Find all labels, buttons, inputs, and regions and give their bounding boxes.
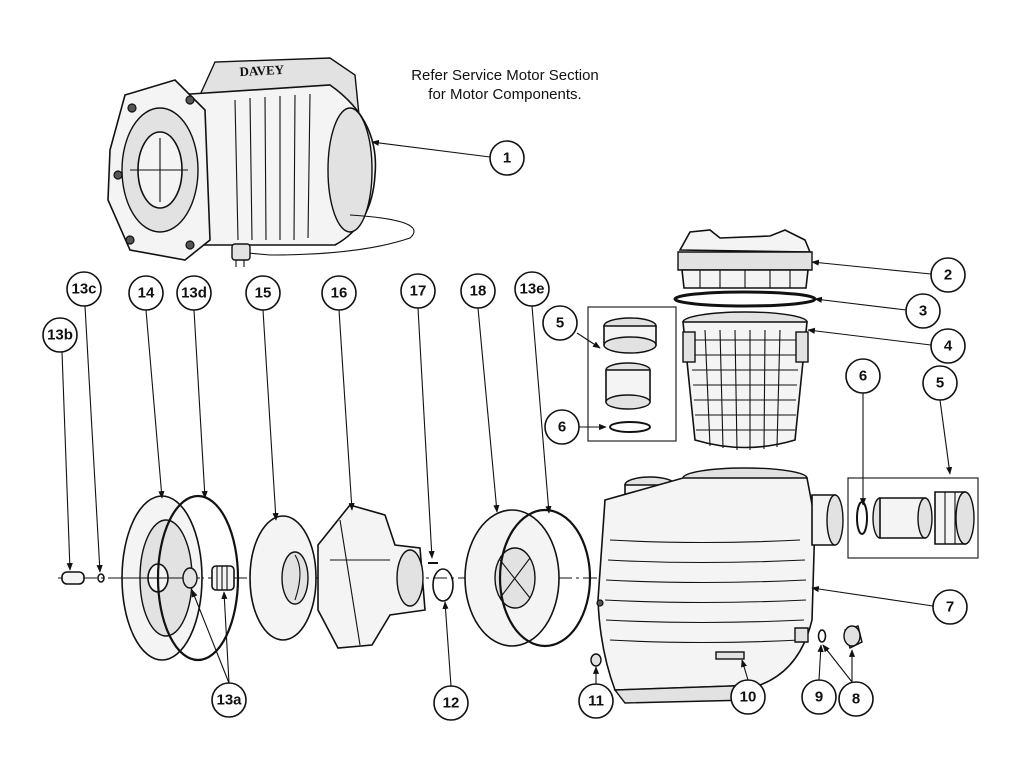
- callout-13a: 13a: [211, 682, 247, 718]
- impeller: [249, 515, 317, 641]
- callout-6-upper: 6: [544, 409, 580, 445]
- callout-13d: 13d: [176, 275, 212, 311]
- svg-text:18: 18: [470, 283, 487, 300]
- callout-18: 18: [460, 273, 496, 309]
- seal-plate: [120, 495, 203, 661]
- callout-2: 2: [930, 257, 966, 293]
- diffuser: [317, 504, 426, 649]
- callout-7: 7: [932, 589, 968, 625]
- callout-17: 17: [400, 273, 436, 309]
- drain-plug-parts: [590, 625, 863, 667]
- callout-12: 12: [433, 685, 469, 721]
- pump-body: [596, 467, 844, 704]
- brand-label: DAVEY: [239, 62, 285, 79]
- svg-text:7: 7: [946, 599, 954, 616]
- seal-ring: [182, 567, 198, 589]
- callout-8: 8: [838, 681, 874, 717]
- callout-13c: 13c: [66, 271, 102, 307]
- callout-9: 9: [801, 679, 837, 715]
- diffuser-o-ring: [432, 568, 454, 602]
- svg-text:11: 11: [588, 693, 604, 710]
- svg-text:16: 16: [331, 285, 348, 302]
- svg-text:12: 12: [443, 695, 460, 712]
- service-note: Refer Service Motor Section for Motor Co…: [380, 66, 630, 104]
- union-kit-upper: [587, 306, 677, 442]
- svg-text:13c: 13c: [71, 281, 96, 298]
- callout-16: 16: [321, 275, 357, 311]
- svg-text:14: 14: [138, 285, 155, 302]
- callout-15: 15: [245, 275, 281, 311]
- callout-11: 11: [578, 683, 614, 719]
- svg-text:6: 6: [859, 368, 867, 385]
- svg-text:3: 3: [919, 303, 927, 320]
- callout-5-upper: 5: [542, 305, 578, 341]
- callout-5-right: 5: [922, 365, 958, 401]
- volute-plate: [464, 509, 560, 647]
- leader-lines: [61, 139, 953, 687]
- svg-text:4: 4: [944, 338, 953, 355]
- lid-o-ring: [673, 290, 817, 308]
- svg-text:6: 6: [558, 419, 566, 436]
- callout-3: 3: [905, 293, 941, 329]
- shaft-pin: [61, 571, 85, 585]
- small-ring: [97, 573, 105, 583]
- strainer-lid: [677, 229, 813, 289]
- callout-13e: 13e: [514, 271, 550, 307]
- callout-1: 1: [489, 140, 525, 176]
- svg-text:9: 9: [815, 689, 823, 706]
- svg-text:5: 5: [556, 315, 564, 332]
- svg-text:13e: 13e: [519, 281, 544, 298]
- service-note-line-2: for Motor Components.: [428, 86, 582, 103]
- svg-text:13b: 13b: [47, 327, 73, 344]
- callout-6-right: 6: [845, 358, 881, 394]
- seal-plate-o-ring: [156, 494, 240, 662]
- svg-text:10: 10: [740, 689, 757, 706]
- union-kit-right: [847, 477, 979, 559]
- svg-text:1: 1: [503, 150, 511, 167]
- svg-text:13d: 13d: [181, 285, 207, 302]
- svg-text:8: 8: [852, 691, 860, 708]
- callout-10: 10: [730, 679, 766, 715]
- svg-text:17: 17: [410, 283, 427, 300]
- callout-14: 14: [128, 275, 164, 311]
- service-note-line-1: Refer Service Motor Section: [411, 67, 599, 84]
- volute-o-ring: [498, 508, 592, 648]
- strainer-basket: [682, 311, 809, 451]
- svg-text:5: 5: [936, 375, 944, 392]
- callout-4: 4: [930, 328, 966, 364]
- callout-13b: 13b: [42, 317, 78, 353]
- mechanical-seal: [211, 565, 235, 591]
- motor-assembly: [107, 57, 415, 267]
- svg-text:15: 15: [255, 285, 272, 302]
- svg-text:2: 2: [944, 267, 952, 284]
- svg-text:13a: 13a: [216, 692, 242, 709]
